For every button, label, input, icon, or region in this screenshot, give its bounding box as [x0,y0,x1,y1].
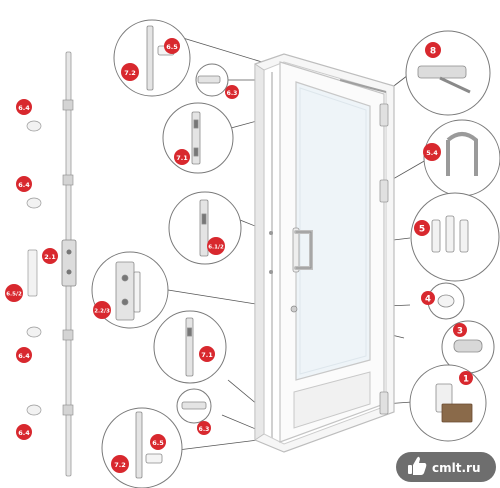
lock-strip-gearbox [61,239,77,287]
svg-text:6.1/2: 6.1/2 [208,245,224,251]
bottom-panel [293,371,371,429]
glass-panel [295,81,371,381]
leader-line [227,379,259,406]
svg-text:8: 8 [430,47,436,57]
lock-cylinder [290,305,298,313]
leader-line [221,414,259,431]
svg-text:2.2/3: 2.2/3 [94,309,110,315]
watermark: cmlt.ru [396,452,496,482]
svg-text:6.4: 6.4 [18,104,30,112]
badge-5-4: 5.4 [423,143,441,161]
badge-2-2-3: 2.2/3 [93,301,111,319]
badge-2-1: 2.1 [42,248,58,264]
badge-6-3-bottom: 6.3 [197,421,211,435]
svg-text:7.2: 7.2 [114,461,126,469]
svg-text:5: 5 [419,225,425,235]
svg-text:1: 1 [463,375,469,385]
badges: 8 5.4 5 4 3 1 6.5 7.2 [5,38,473,473]
strike-plate [26,326,42,338]
door-closer-arm [339,79,387,93]
door-hinge [379,391,389,415]
hardware-sketches-right [417,65,483,423]
pvc-door [254,53,395,453]
svg-text:7.1: 7.1 [201,351,213,359]
svg-text:6.3: 6.3 [227,90,238,97]
leader-line [167,289,263,306]
svg-text:6.4: 6.4 [18,352,30,360]
badge-6-4-d: 6.4 [16,424,32,440]
frame-keep [269,231,273,235]
frame-keep [269,270,273,274]
frame-side-profile [254,63,265,441]
svg-text:7.2: 7.2 [124,69,136,77]
multipoint-lock-strip [61,51,77,477]
badge-6-5-2: 6.5/2 [5,284,23,302]
badge-4: 4 [421,291,435,305]
badge-7-2-top: 7.2 [121,63,139,81]
badge-1: 1 [459,371,473,385]
strike-plate [26,197,42,209]
strike-plate-main [27,249,38,297]
badge-7-1-top: 7.1 [174,149,190,165]
badge-8: 8 [425,42,441,58]
badge-7-1-bottom: 7.1 [199,346,215,362]
glass-bead [299,87,367,375]
badge-6-1-2: 6.1/2 [207,237,225,255]
strike-plate [26,404,42,416]
svg-text:2.1: 2.1 [44,253,56,261]
svg-text:6.5/2: 6.5/2 [6,292,22,298]
svg-text:cmlt.ru: cmlt.ru [432,461,481,475]
svg-text:4: 4 [425,295,431,305]
strike-plates-left [26,120,42,416]
door-hinge [379,179,389,203]
svg-text:6.4: 6.4 [18,429,30,437]
svg-text:5.4: 5.4 [426,149,438,157]
svg-text:6.4: 6.4 [18,181,30,189]
strike-plate [26,120,42,132]
hardware-sketches-left [115,25,221,479]
leader-line [182,37,263,63]
leader-line [177,439,259,451]
badge-6-3-top: 6.3 [225,85,239,99]
svg-text:6.5: 6.5 [152,439,164,447]
svg-text:7.1: 7.1 [176,154,188,162]
badge-7-2-bottom: 7.2 [111,455,129,473]
badge-6-4-a: 6.4 [16,99,32,115]
thumbs-up-icon [408,456,427,475]
badge-3: 3 [453,323,467,337]
badge-6-4-c: 6.4 [16,347,32,363]
svg-text:6.3: 6.3 [199,426,210,433]
door-hinge [379,103,389,127]
detail-circle-hinge-covers [410,192,500,282]
svg-text:3: 3 [457,327,463,337]
badge-5: 5 [414,220,430,236]
badge-6-4-b: 6.4 [16,176,32,192]
door-handle-rose [292,227,300,273]
svg-text:6.5: 6.5 [166,43,178,51]
badge-6-5-top: 6.5 [164,38,180,54]
badge-6-5-bottom: 6.5 [150,434,166,450]
